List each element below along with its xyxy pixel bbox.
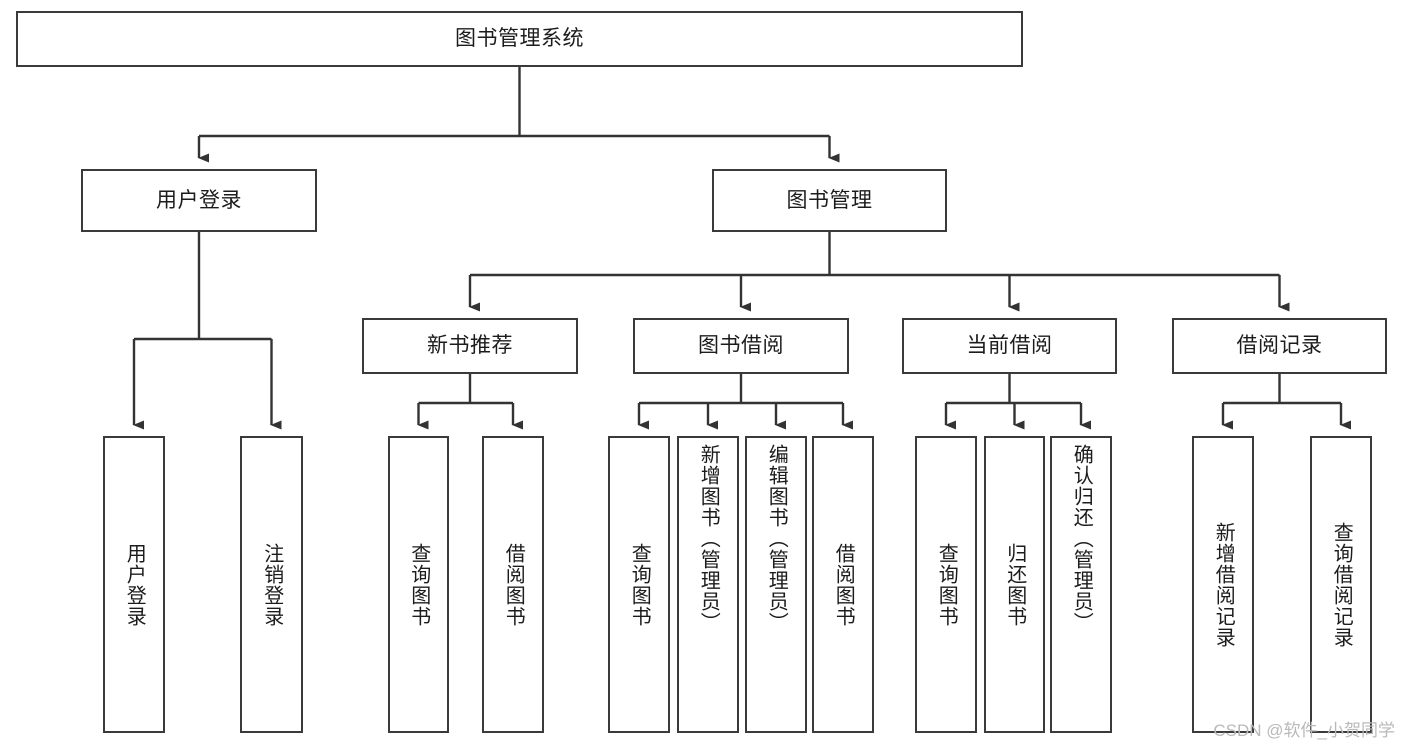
node-label: 用户登录 [156, 188, 242, 212]
node-label: 查询图书 [935, 542, 958, 627]
node-user-login[interactable]: 用户登录 [81, 169, 317, 232]
node-leaf-rec-query[interactable]: 查询图书 [388, 436, 449, 733]
node-label: 图书借阅 [698, 334, 784, 358]
node-leaf-cb-confirm[interactable]: 确认归还（管理员） [1050, 436, 1112, 733]
node-label: 用户登录 [123, 542, 146, 627]
node-leaf-cb-return[interactable]: 归还图书 [984, 436, 1045, 733]
node-label: 注销登录 [260, 542, 283, 627]
node-label: 编辑图书（管理员） [765, 444, 788, 633]
node-label: 图书管理 [786, 188, 873, 212]
node-leaf-bb-borrow[interactable]: 借阅图书 [812, 436, 874, 733]
node-leaf-bb-add[interactable]: 新增图书（管理员） [677, 436, 739, 733]
node-leaf-br-query[interactable]: 查询借阅记录 [1310, 436, 1372, 733]
node-label: 借阅图书 [502, 542, 525, 627]
node-leaf-user-logout[interactable]: 注销登录 [240, 436, 303, 733]
node-label: 查询图书 [628, 542, 651, 627]
node-label: 归还图书 [1003, 542, 1026, 627]
node-leaf-user-login[interactable]: 用户登录 [103, 436, 165, 733]
node-book-borrow[interactable]: 图书借阅 [633, 318, 849, 374]
node-label: 查询借阅记录 [1330, 521, 1353, 648]
node-label: 图书管理系统 [455, 27, 584, 51]
node-leaf-rec-borrow[interactable]: 借阅图书 [482, 436, 544, 733]
node-label: 借阅记录 [1236, 334, 1323, 358]
node-label: 新增图书（管理员） [697, 444, 720, 633]
node-new-book-rec[interactable]: 新书推荐 [362, 318, 578, 374]
node-leaf-br-add[interactable]: 新增借阅记录 [1192, 436, 1254, 733]
node-borrow-record[interactable]: 借阅记录 [1172, 318, 1387, 374]
node-leaf-bb-edit[interactable]: 编辑图书（管理员） [745, 436, 807, 733]
node-label: 查询图书 [407, 542, 430, 627]
node-current-borrow[interactable]: 当前借阅 [902, 318, 1117, 374]
node-root[interactable]: 图书管理系统 [16, 11, 1023, 67]
node-label: 新书推荐 [427, 334, 513, 358]
node-leaf-cb-query[interactable]: 查询图书 [915, 436, 977, 733]
watermark-text: CSDN @软件_小贺同学 [1213, 721, 1395, 740]
node-book-manage[interactable]: 图书管理 [712, 169, 947, 232]
node-leaf-bb-query[interactable]: 查询图书 [608, 436, 670, 733]
node-label: 新增借阅记录 [1212, 521, 1235, 648]
node-label: 确认归还（管理员） [1070, 444, 1093, 633]
node-label: 借阅图书 [832, 542, 855, 627]
node-label: 当前借阅 [966, 334, 1053, 358]
